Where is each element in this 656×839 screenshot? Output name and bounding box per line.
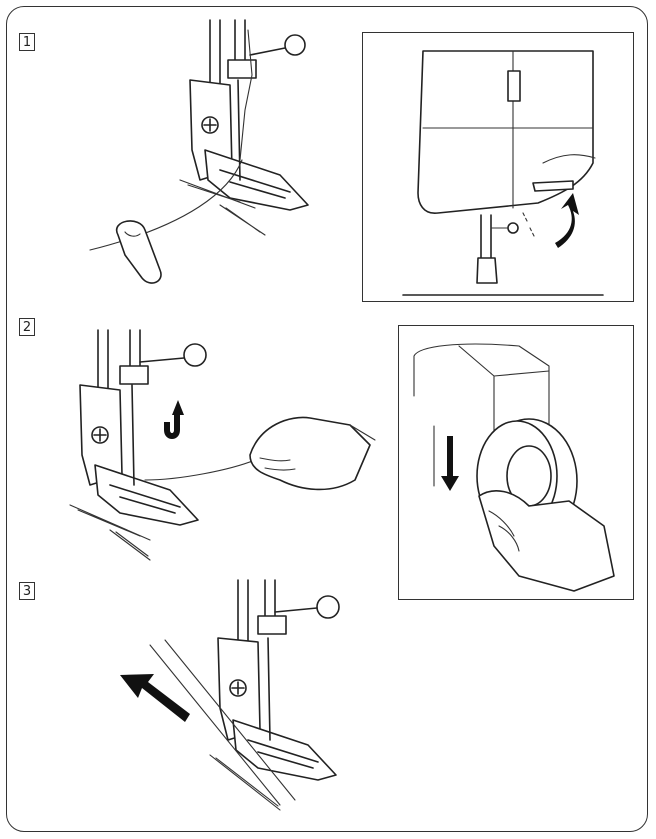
step-2-number: 2 [19, 318, 35, 336]
step-1-number: 1 [19, 33, 35, 51]
step-1-presser-foot-illustration [80, 20, 340, 290]
step-2-presser-foot-illustration [60, 330, 390, 570]
step-3-presser-foot-illustration [110, 580, 370, 820]
handwheel-illustration [399, 326, 635, 601]
up-arrow-icon [555, 193, 579, 248]
presser-foot-lever-illustration [363, 33, 635, 303]
rotation-arrow-icon [441, 436, 459, 491]
step-3-number: 3 [19, 582, 35, 600]
step-1-inset-lever [362, 32, 634, 302]
step-2-inset-handwheel [398, 325, 634, 600]
hand-icon [250, 417, 370, 489]
curl-arrow-icon [164, 400, 184, 439]
